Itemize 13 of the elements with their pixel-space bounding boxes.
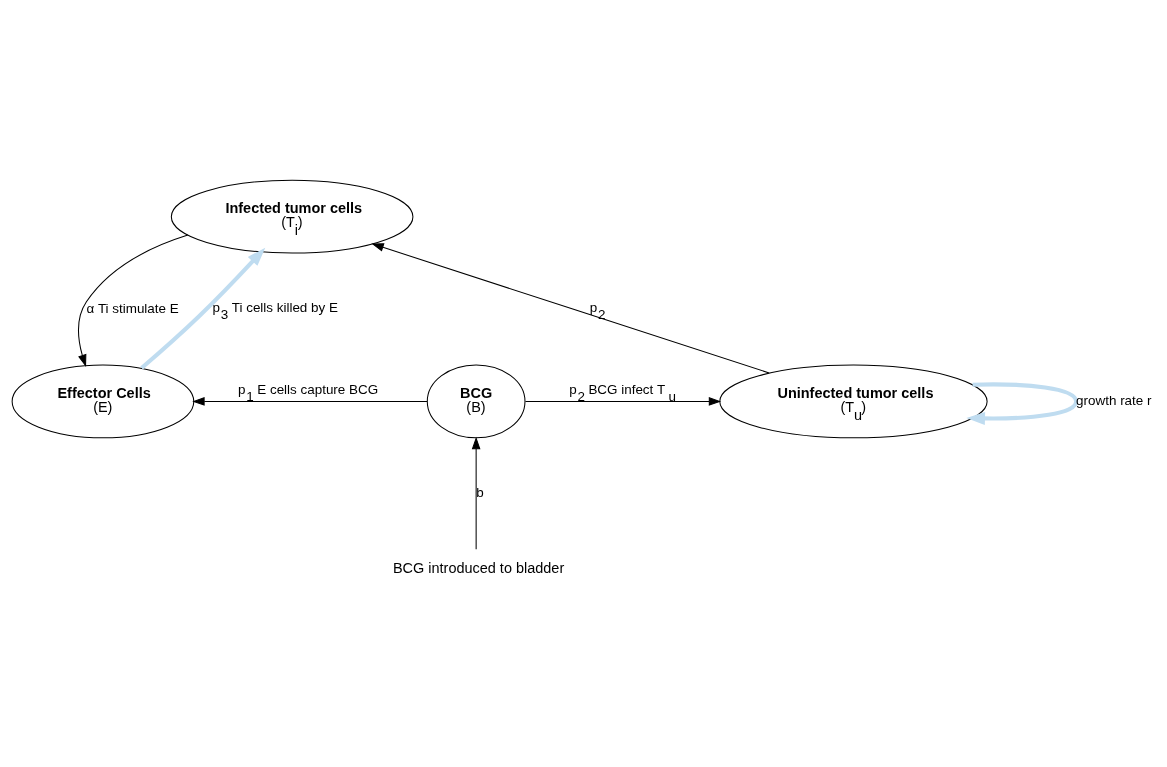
edge-label: growth rate r bbox=[1076, 392, 1152, 408]
node-ellipse: Effector Cells (E) bbox=[11, 364, 195, 438]
arrow bbox=[192, 396, 428, 406]
arrow bbox=[140, 247, 266, 370]
arrow bbox=[524, 396, 722, 406]
node-ellipse: BCG (B) bbox=[426, 364, 526, 438]
arrow bbox=[78, 234, 189, 367]
arrow bbox=[966, 381, 1079, 425]
arrow bbox=[371, 242, 770, 373]
edge-label: b bbox=[476, 484, 484, 500]
node-text: BCG introduced to bladder bbox=[392, 559, 565, 576]
arrow bbox=[471, 436, 481, 550]
edge-label: α Ti stimulate E bbox=[86, 300, 179, 316]
